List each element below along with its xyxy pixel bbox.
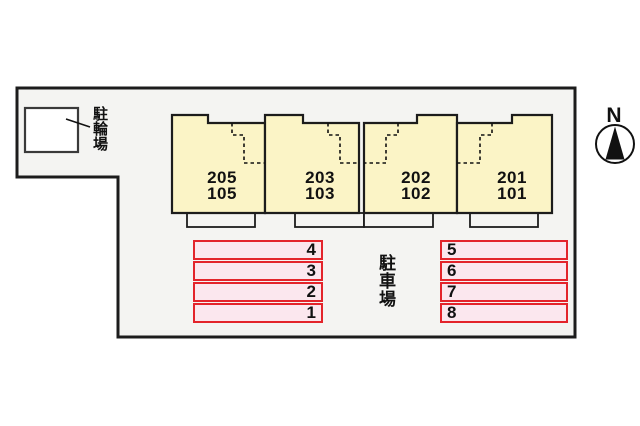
unit-label-201: 201 101 — [477, 168, 547, 203]
unit-label-202: 202 102 — [381, 168, 451, 203]
parking-stall-1: 1 — [193, 303, 323, 323]
parking-lot-label: 駐車場 — [376, 254, 395, 308]
parking-stall-4: 4 — [193, 240, 323, 260]
compass-circle — [595, 124, 635, 164]
unit-number-upper: 202 — [401, 168, 431, 187]
unit-number-lower: 103 — [305, 184, 335, 203]
unit-number-lower: 101 — [497, 184, 527, 203]
bicycle-parking-label: 駐輪場 — [91, 106, 108, 151]
unit-label-205: 205 105 — [187, 168, 257, 203]
dashed-partition-unit-201 — [457, 123, 493, 164]
dashed-partition-unit-202 — [364, 123, 399, 164]
bicycle-shed — [23, 106, 80, 154]
porch-unit-201 — [469, 212, 539, 228]
parking-stall-3: 3 — [193, 261, 323, 281]
unit-number-upper: 205 — [207, 168, 237, 187]
unit-label-203: 203 103 — [285, 168, 355, 203]
dashed-partition-unit-203 — [327, 123, 359, 164]
porch-unit-205 — [186, 212, 256, 228]
unit-number-upper: 201 — [497, 168, 527, 187]
unit-number-lower: 105 — [207, 184, 237, 203]
compass-north-label: N — [606, 104, 622, 127]
compass-needle-icon — [605, 126, 625, 160]
dashed-partition-unit-205 — [231, 123, 265, 164]
parking-stall-6: 6 — [440, 261, 568, 281]
parking-stall-7: 7 — [440, 282, 568, 302]
unit-number-lower: 102 — [401, 184, 431, 203]
parking-stall-2: 2 — [193, 282, 323, 302]
parking-stall-5: 5 — [440, 240, 568, 260]
parking-stall-8: 8 — [440, 303, 568, 323]
porch-unit-202 — [363, 212, 434, 228]
building-unit-203 — [263, 113, 361, 215]
building-unit-202 — [362, 113, 459, 215]
porch-unit-203 — [294, 212, 365, 228]
bicycle-label-leader-line — [65, 118, 91, 128]
unit-number-upper: 203 — [305, 168, 335, 187]
